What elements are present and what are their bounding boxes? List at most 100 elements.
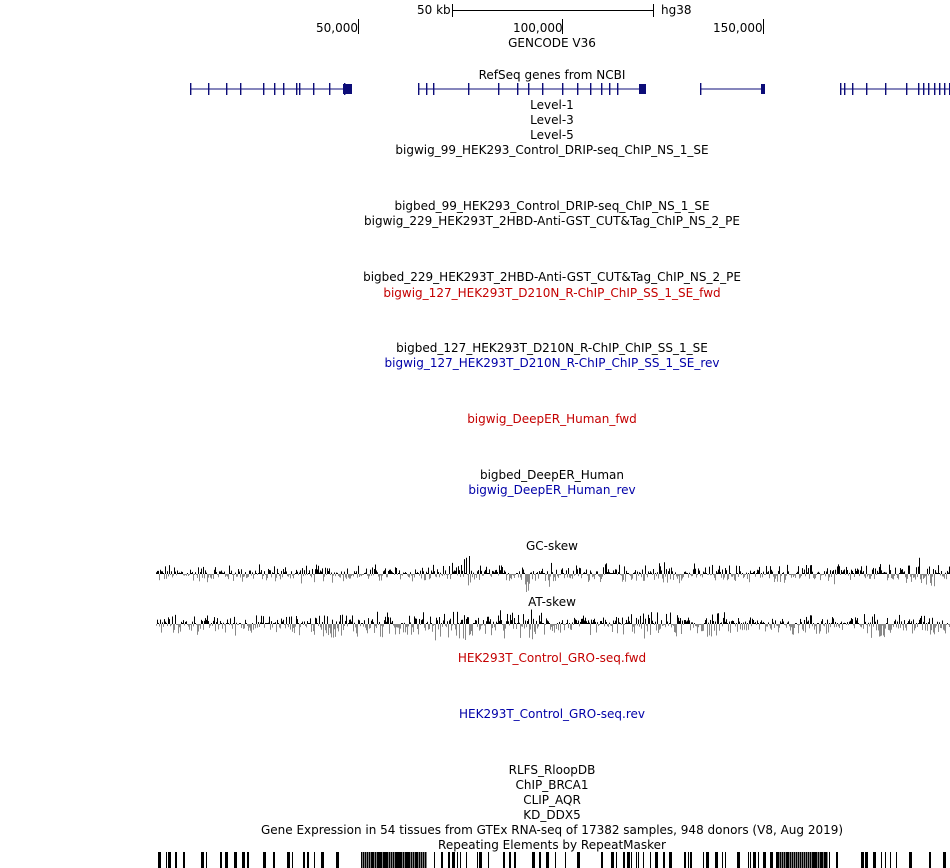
track-label-repeatmasker[interactable]: Repeating Elements by RepeatMasker xyxy=(438,838,666,852)
skew-negative-bar xyxy=(550,574,551,577)
skew-negative-bar xyxy=(878,624,879,631)
track-label-bigwig-99[interactable]: bigwig_99_HEK293_Control_DRIP-seq_ChIP_N… xyxy=(395,143,709,157)
skew-positive-bar xyxy=(706,573,707,574)
skew-negative-bar xyxy=(469,624,470,636)
skew-negative-bar xyxy=(226,574,227,576)
track-label-bigbed-127[interactable]: bigbed_127_HEK293T_D210N_R-ChIP_ChIP_SS_… xyxy=(396,341,708,355)
track-label-deeper-rev[interactable]: bigwig_DeepER_Human_rev xyxy=(468,483,636,497)
skew-negative-bar xyxy=(741,574,742,575)
repeat-element xyxy=(890,852,891,868)
track-label-deeper-fwd[interactable]: bigwig_DeepER_Human_fwd xyxy=(467,412,637,426)
skew-negative-bar xyxy=(480,624,481,630)
skew-negative-bar xyxy=(455,624,456,630)
skew-negative-bar xyxy=(351,574,352,577)
track-label-kd-ddx5[interactable]: KD_DDX5 xyxy=(523,808,581,822)
skew-negative-bar xyxy=(735,574,736,581)
skew-positive-bar xyxy=(493,571,494,574)
skew-negative-bar xyxy=(382,574,383,576)
skew-negative-bar xyxy=(311,574,312,578)
skew-positive-bar xyxy=(941,570,942,574)
track-label-deeper-bigbed[interactable]: bigbed_DeepER_Human xyxy=(479,468,624,482)
gc-skew-wiggle[interactable] xyxy=(156,552,950,592)
skew-positive-bar xyxy=(606,622,607,624)
skew-negative-bar xyxy=(599,574,600,577)
track-label-bigwig-229[interactable]: bigwig_229_HEK293T_2HBD-Anti-GST_CUT&Tag… xyxy=(364,214,740,228)
skew-negative-bar xyxy=(897,574,898,578)
skew-positive-bar xyxy=(207,615,208,624)
track-label-level1[interactable]: Level-1 xyxy=(530,98,574,112)
skew-positive-bar xyxy=(364,620,365,624)
skew-negative-bar xyxy=(708,574,709,575)
skew-positive-bar xyxy=(771,569,772,574)
skew-negative-bar xyxy=(257,624,258,628)
skew-negative-bar xyxy=(714,574,715,578)
skew-negative-bar xyxy=(681,574,682,581)
skew-negative-bar xyxy=(756,624,757,625)
track-label-refseq[interactable]: RefSeq genes from NCBI xyxy=(478,68,626,82)
skew-positive-bar xyxy=(608,569,609,574)
track-label-rlfs[interactable]: RLFS_RloopDB xyxy=(508,763,596,777)
skew-negative-bar xyxy=(888,574,889,578)
skew-positive-bar xyxy=(821,621,822,624)
skew-positive-bar xyxy=(783,621,784,624)
skew-negative-bar xyxy=(683,574,684,578)
skew-positive-bar xyxy=(348,623,349,624)
repeatmasker-track[interactable] xyxy=(156,852,950,868)
track-label-gtex[interactable]: Gene Expression in 54 tissues from GTEx … xyxy=(260,823,844,837)
skew-positive-bar xyxy=(651,572,652,574)
track-label-level3[interactable]: Level-3 xyxy=(530,113,574,127)
skew-positive-bar xyxy=(332,619,333,624)
skew-positive-bar xyxy=(740,571,741,574)
refseq-gene-track[interactable] xyxy=(156,78,950,100)
track-label-gro-seq-rev[interactable]: HEK293T_Control_GRO-seq.rev xyxy=(458,707,646,721)
skew-positive-bar xyxy=(318,565,319,574)
track-label-level5[interactable]: Level-5 xyxy=(530,128,574,142)
skew-positive-bar xyxy=(383,571,384,574)
skew-negative-bar xyxy=(600,574,601,583)
track-label-chip-brca1[interactable]: ChIP_BRCA1 xyxy=(515,778,589,792)
track-label-bigwig-127-fwd[interactable]: bigwig_127_HEK293T_D210N_R-ChIP_ChIP_SS_… xyxy=(383,286,721,300)
track-label-gc-skew[interactable]: GC-skew xyxy=(526,539,578,553)
skew-negative-bar xyxy=(474,574,475,580)
skew-positive-bar xyxy=(574,617,575,624)
skew-negative-bar xyxy=(924,574,925,578)
skew-positive-bar xyxy=(291,616,292,624)
skew-negative-bar xyxy=(943,624,944,630)
repeat-element xyxy=(829,852,830,868)
skew-positive-bar xyxy=(431,570,432,574)
at-skew-wiggle[interactable] xyxy=(156,608,950,648)
skew-negative-bar xyxy=(792,574,793,575)
skew-negative-bar xyxy=(294,624,295,634)
skew-negative-bar xyxy=(379,574,380,581)
skew-positive-bar xyxy=(722,569,723,574)
skew-negative-bar xyxy=(353,574,354,577)
skew-positive-bar xyxy=(817,572,818,574)
skew-positive-bar xyxy=(250,570,251,574)
skew-positive-bar xyxy=(704,572,705,574)
skew-negative-bar xyxy=(935,624,936,628)
track-label-at-skew[interactable]: AT-skew xyxy=(528,595,576,609)
skew-negative-bar xyxy=(933,624,934,633)
skew-positive-bar xyxy=(650,571,651,574)
track-label-gencode[interactable]: GENCODE V36 xyxy=(508,36,596,50)
skew-positive-bar xyxy=(927,568,928,574)
track-label-bigwig-127-rev[interactable]: bigwig_127_HEK293T_D210N_R-ChIP_ChIP_SS_… xyxy=(384,356,720,370)
skew-positive-bar xyxy=(817,623,818,624)
skew-positive-bar xyxy=(890,570,891,574)
skew-negative-bar xyxy=(830,624,831,628)
skew-positive-bar xyxy=(556,569,557,574)
gene-exon xyxy=(263,83,265,95)
track-label-clip-aqr[interactable]: CLIP_AQR xyxy=(523,793,581,807)
skew-negative-bar xyxy=(925,574,926,577)
track-label-bigbed-229[interactable]: bigbed_229_HEK293T_2HBD-Anti-GST_CUT&Tag… xyxy=(363,270,741,284)
track-label-bigbed-99[interactable]: bigbed_99_HEK293_Control_DRIP-seq_ChIP_N… xyxy=(394,199,710,213)
skew-negative-bar xyxy=(647,624,648,632)
gene-exon xyxy=(885,83,887,95)
skew-negative-bar xyxy=(814,574,815,580)
skew-positive-bar xyxy=(289,616,290,624)
track-label-gro-seq-fwd[interactable]: HEK293T_Control_GRO-seq.fwd xyxy=(457,651,647,665)
skew-positive-bar xyxy=(717,613,718,624)
skew-negative-bar xyxy=(452,624,453,626)
skew-negative-bar xyxy=(521,574,522,580)
skew-positive-bar xyxy=(849,621,850,624)
